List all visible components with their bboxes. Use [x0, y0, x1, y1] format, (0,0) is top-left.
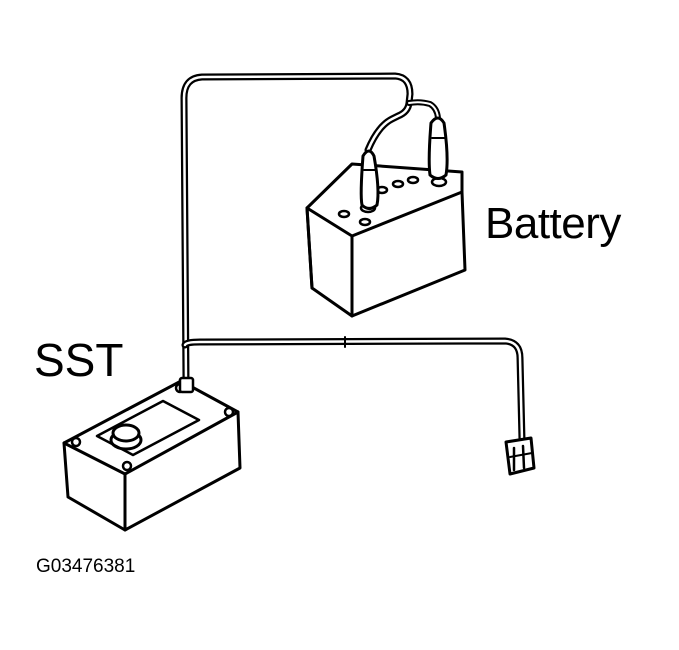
connector-plug	[504, 436, 536, 476]
battery-label: Battery	[485, 199, 621, 248]
battery	[305, 162, 467, 318]
sst-label: SST	[34, 334, 124, 386]
sst-box	[62, 376, 242, 532]
battery-positive-lead	[406, 99, 441, 121]
sst-to-connector-cable	[181, 336, 526, 444]
battery-clip-positive	[427, 116, 449, 180]
battery-clip-negative	[359, 149, 380, 210]
sst-to-battery-cable	[180, 72, 414, 386]
figure-id-label: G03476381	[36, 556, 136, 577]
